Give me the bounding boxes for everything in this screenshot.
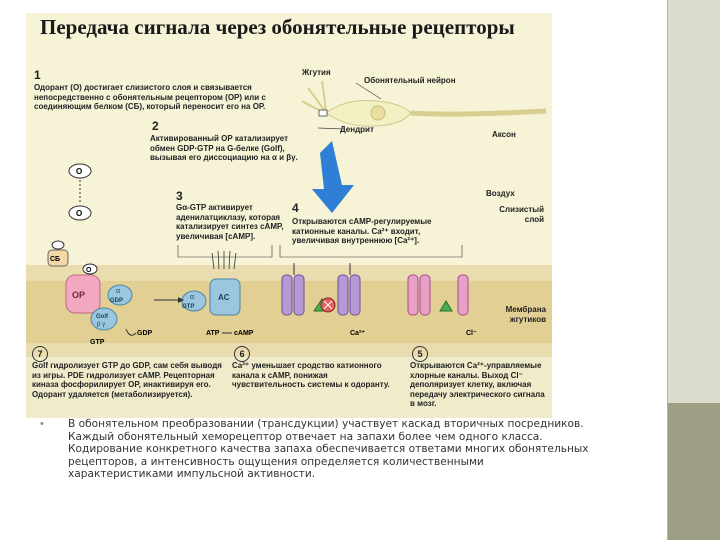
alpha-active-label: α bbox=[190, 294, 194, 301]
odorant-label-2: О bbox=[76, 209, 82, 218]
step-4-text: Открываются cAMP-регулируемые катионные … bbox=[292, 217, 432, 245]
step-brackets bbox=[177, 245, 463, 258]
bullet-icon: • bbox=[40, 418, 44, 430]
step-2-number: 2 bbox=[152, 119, 159, 133]
step-1-number: 1 bbox=[34, 68, 41, 82]
golf-label: Golf bbox=[96, 314, 109, 320]
diagram-graphics: О О СБ О ОР α GDP Golf β γ GDP GTP bbox=[47, 80, 547, 346]
camp-label: cAMP bbox=[234, 330, 254, 337]
step-7-text: Golf гидролизует GTP до GDP, сам себя вы… bbox=[32, 361, 222, 399]
step-5-number: 5 bbox=[412, 346, 428, 362]
olfactory-receptor: ОР bbox=[65, 274, 101, 314]
side-rail-top bbox=[667, 0, 720, 403]
camp-burst bbox=[211, 250, 237, 270]
cation-channel: Ca²⁺ bbox=[281, 263, 365, 337]
calcium-label: Ca²⁺ bbox=[350, 330, 365, 337]
atp-label: ATP bbox=[206, 330, 220, 337]
step-3-text: Gα-GTP активирует аденилатциклазу, котор… bbox=[176, 203, 284, 241]
membrane-label: Мембрана жгутиков bbox=[505, 305, 546, 324]
step-7-number: 7 bbox=[32, 346, 48, 362]
dendrite-label: Дендрит bbox=[340, 125, 374, 134]
step-4-number: 4 bbox=[292, 201, 299, 215]
chloride-channel: Cl⁻ bbox=[407, 274, 477, 337]
step-5-text: Открываются Ca²⁺-управляемые хлорные кан… bbox=[410, 361, 545, 408]
caption-text: В обонятельном преобразовании (трансдукц… bbox=[68, 418, 589, 480]
gdp-label-1: GDP bbox=[110, 298, 123, 304]
air-label: Воздух bbox=[486, 189, 515, 198]
receptor-label: ОР bbox=[72, 290, 85, 300]
axon-label: Аксон bbox=[492, 130, 516, 139]
side-rail-divider bbox=[667, 0, 668, 540]
gdp-label-2: GDP bbox=[137, 330, 153, 337]
binding-protein-label: СБ bbox=[50, 256, 60, 263]
chloride-label: Cl⁻ bbox=[466, 330, 477, 337]
adenylate-cyclase: AC ATP cAMP bbox=[206, 278, 254, 337]
step-2-text: Активированный ОР катализирует обмен GDP… bbox=[150, 134, 298, 162]
figure-panel: Передача сигнала через обонятельные реце… bbox=[26, 13, 552, 418]
g-protein: α GDP Golf β γ GDP GTP bbox=[90, 284, 153, 346]
gtp-label-2: GTP bbox=[182, 304, 194, 310]
ac-label: AC bbox=[218, 293, 230, 302]
odorant-label-1: О bbox=[76, 167, 82, 176]
olfactory-neuron bbox=[301, 80, 547, 130]
g-alpha-active: α GTP bbox=[154, 290, 207, 312]
odorant-molecules: О О СБ О bbox=[47, 163, 98, 275]
caption-block: • В обонятельном преобразовании (трансду… bbox=[40, 418, 592, 481]
step-6-number: 6 bbox=[234, 346, 250, 362]
flagella-label: Жгутия bbox=[302, 68, 331, 77]
mucus-label: Слизистый слой bbox=[499, 205, 544, 224]
step-1-text: Одорант (О) достигает слизистого слоя и … bbox=[34, 83, 266, 111]
step-3-number: 3 bbox=[176, 189, 183, 203]
side-rail-bottom bbox=[667, 403, 720, 540]
alpha-label: α bbox=[116, 288, 120, 295]
gtp-label-1: GTP bbox=[90, 339, 105, 346]
odorant-label-3: О bbox=[86, 267, 92, 274]
step-6-text: Ca²⁺ уменьшает сродство катионного канал… bbox=[232, 361, 390, 389]
signal-arrow bbox=[312, 141, 354, 213]
figure-title: Передача сигнала через обонятельные реце… bbox=[40, 15, 515, 39]
neuron-label: Обонятельный нейрон bbox=[364, 76, 456, 85]
cytoplasm-region bbox=[26, 357, 552, 418]
beta-gamma-label: β γ bbox=[97, 322, 105, 328]
